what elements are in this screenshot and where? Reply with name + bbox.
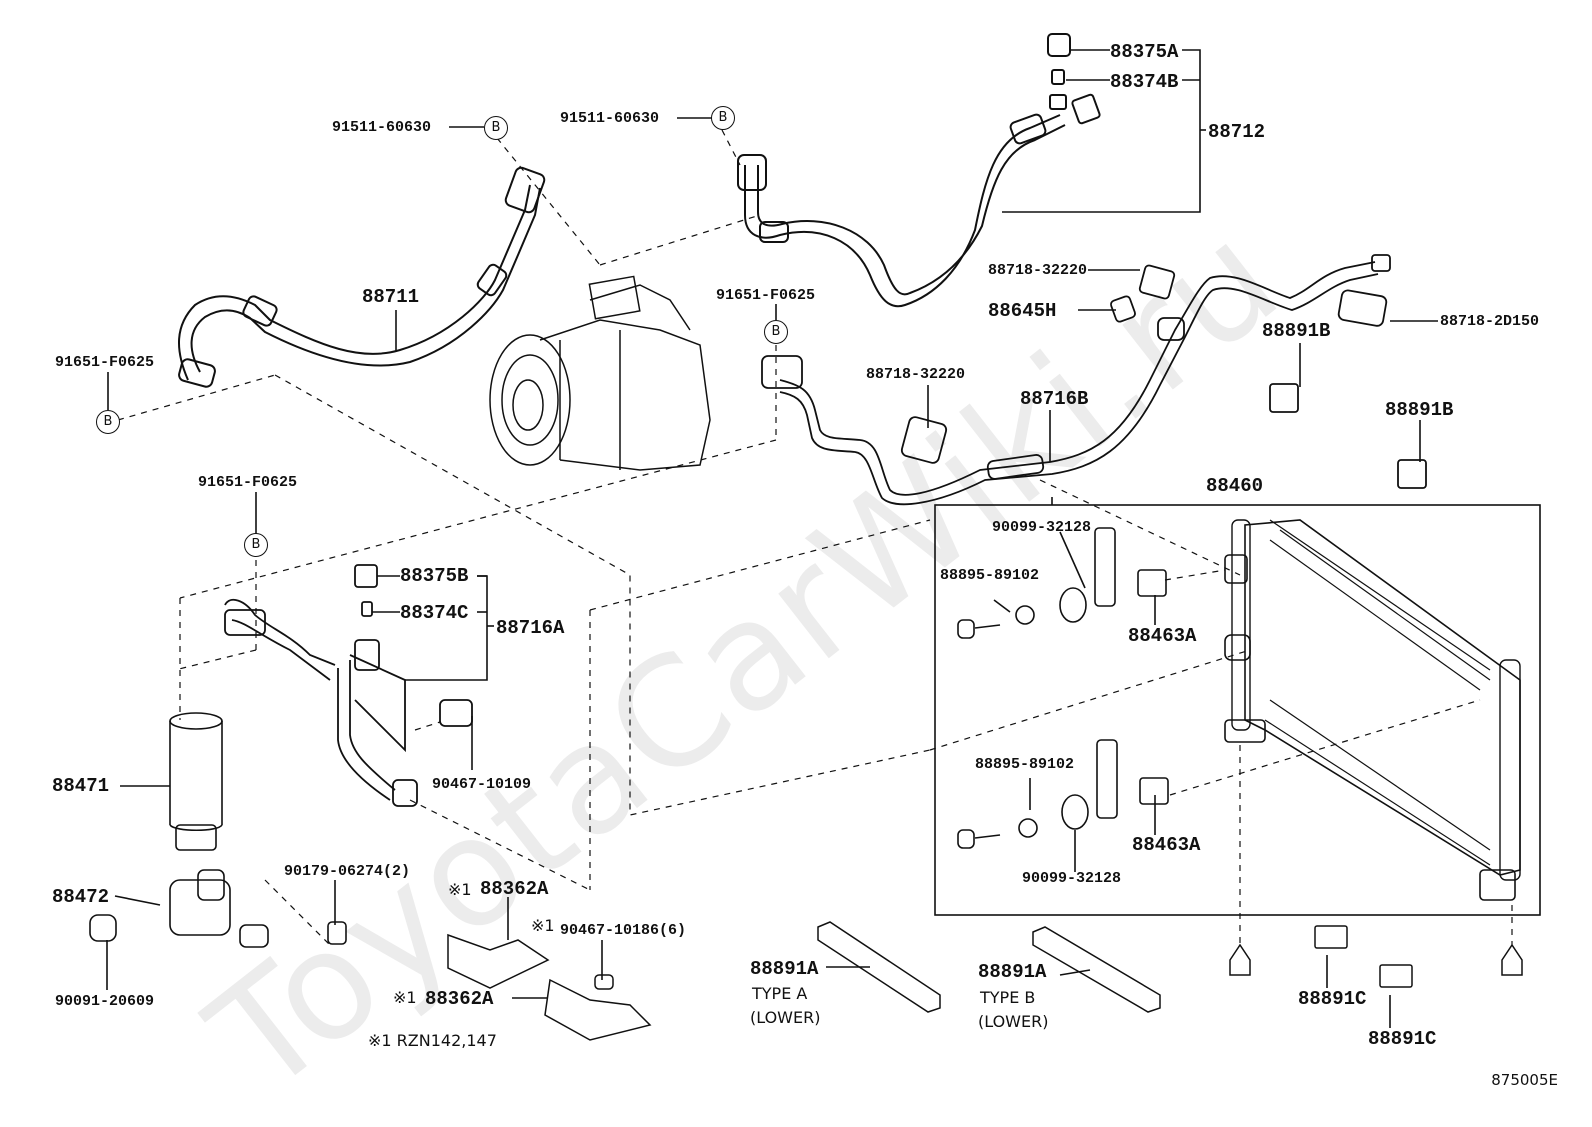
- footnote-mark: ※1: [448, 880, 472, 899]
- label-88716a: 88716A: [496, 617, 565, 639]
- bottom-parts: [817, 921, 1523, 1013]
- receiver-bracket: [89, 869, 347, 948]
- leader-lines: [106, 49, 1438, 1028]
- label-88895-89102: 88895-89102: [940, 567, 1040, 584]
- label-88891a-type-a: 88891A: [750, 958, 819, 980]
- label-type-a: TYPE A: [752, 984, 808, 1003]
- brackets-88362A: [447, 933, 652, 1041]
- callout-b-marker: B: [764, 320, 788, 344]
- label-88374c: 88374C: [400, 602, 469, 624]
- figure-code: 875005E: [1491, 1071, 1558, 1089]
- label-91511-60630: 91511-60630: [332, 119, 432, 136]
- tube-88716A: [224, 564, 473, 807]
- label-90099-32128: 90099-32128: [1022, 870, 1122, 887]
- label-88645h: 88645H: [988, 300, 1057, 322]
- label-88891b: 88891B: [1262, 320, 1331, 342]
- label-88716b: 88716B: [1020, 388, 1089, 410]
- callout-b-marker: B: [484, 116, 508, 140]
- callout-b-marker: B: [711, 106, 735, 130]
- label-90467-10186: 90467-10186(6): [560, 922, 687, 939]
- label-88460: 88460: [1206, 475, 1264, 497]
- label-88472: 88472: [52, 886, 110, 908]
- label-88712: 88712: [1208, 121, 1266, 143]
- callout-b-marker: B: [244, 533, 268, 557]
- label-88891c: 88891C: [1298, 988, 1367, 1010]
- label-type-b: TYPE B: [980, 988, 1036, 1007]
- label-88463a: 88463A: [1132, 834, 1201, 856]
- label-88375a: 88375A: [1110, 41, 1179, 63]
- label-91651-f0625: 91651-F0625: [198, 474, 298, 491]
- label-90467-10109: 90467-10109: [432, 776, 532, 793]
- label-88718-32220: 88718-32220: [988, 262, 1088, 279]
- label-88891c: 88891C: [1368, 1028, 1437, 1050]
- condenser-88460: [934, 497, 1541, 916]
- compressor: [489, 275, 711, 471]
- diagram-drawing: [89, 33, 1541, 1041]
- label-88891a-type-b: 88891A: [978, 961, 1047, 983]
- tube-88716B: [761, 254, 1427, 506]
- hose-88712: [737, 33, 1101, 308]
- label-88471: 88471: [52, 775, 110, 797]
- label-88375b: 88375B: [400, 565, 469, 587]
- footnote-mark: ※1: [393, 988, 417, 1007]
- label-88362a: 88362A: [425, 988, 494, 1010]
- label-90179-06274: 90179-06274(2): [284, 863, 411, 880]
- label-91651-f0625: 91651-F0625: [55, 354, 155, 371]
- footnote: ※1 RZN142,147: [368, 1031, 497, 1050]
- label-91651-f0625: 91651-F0625: [716, 287, 816, 304]
- parts-diagram: ToyotaCarWiki.ru: [52, 33, 1558, 1127]
- receiver-dryer: [169, 712, 223, 851]
- hose-88711: [178, 166, 546, 388]
- callout-b-marker: B: [96, 410, 120, 434]
- dashed-guide-lines: [117, 129, 1513, 946]
- label-88895-89102: 88895-89102: [975, 756, 1075, 773]
- label-88891b: 88891B: [1385, 399, 1454, 421]
- label-90099-32128: 90099-32128: [992, 519, 1092, 536]
- label-lower-b: (LOWER): [978, 1012, 1049, 1031]
- label-91511-60630: 91511-60630: [560, 110, 660, 127]
- label-88463a: 88463A: [1128, 625, 1197, 647]
- footnote-mark: ※1: [531, 916, 555, 935]
- label-88362a: 88362A: [480, 878, 549, 900]
- label-90091-20609: 90091-20609: [55, 993, 155, 1010]
- label-88711: 88711: [362, 286, 420, 308]
- label-lower-a: (LOWER): [750, 1008, 821, 1027]
- label-88718-2d150: 88718-2D150: [1440, 313, 1540, 330]
- label-88374b: 88374B: [1110, 71, 1179, 93]
- label-88718-32220: 88718-32220: [866, 366, 966, 383]
